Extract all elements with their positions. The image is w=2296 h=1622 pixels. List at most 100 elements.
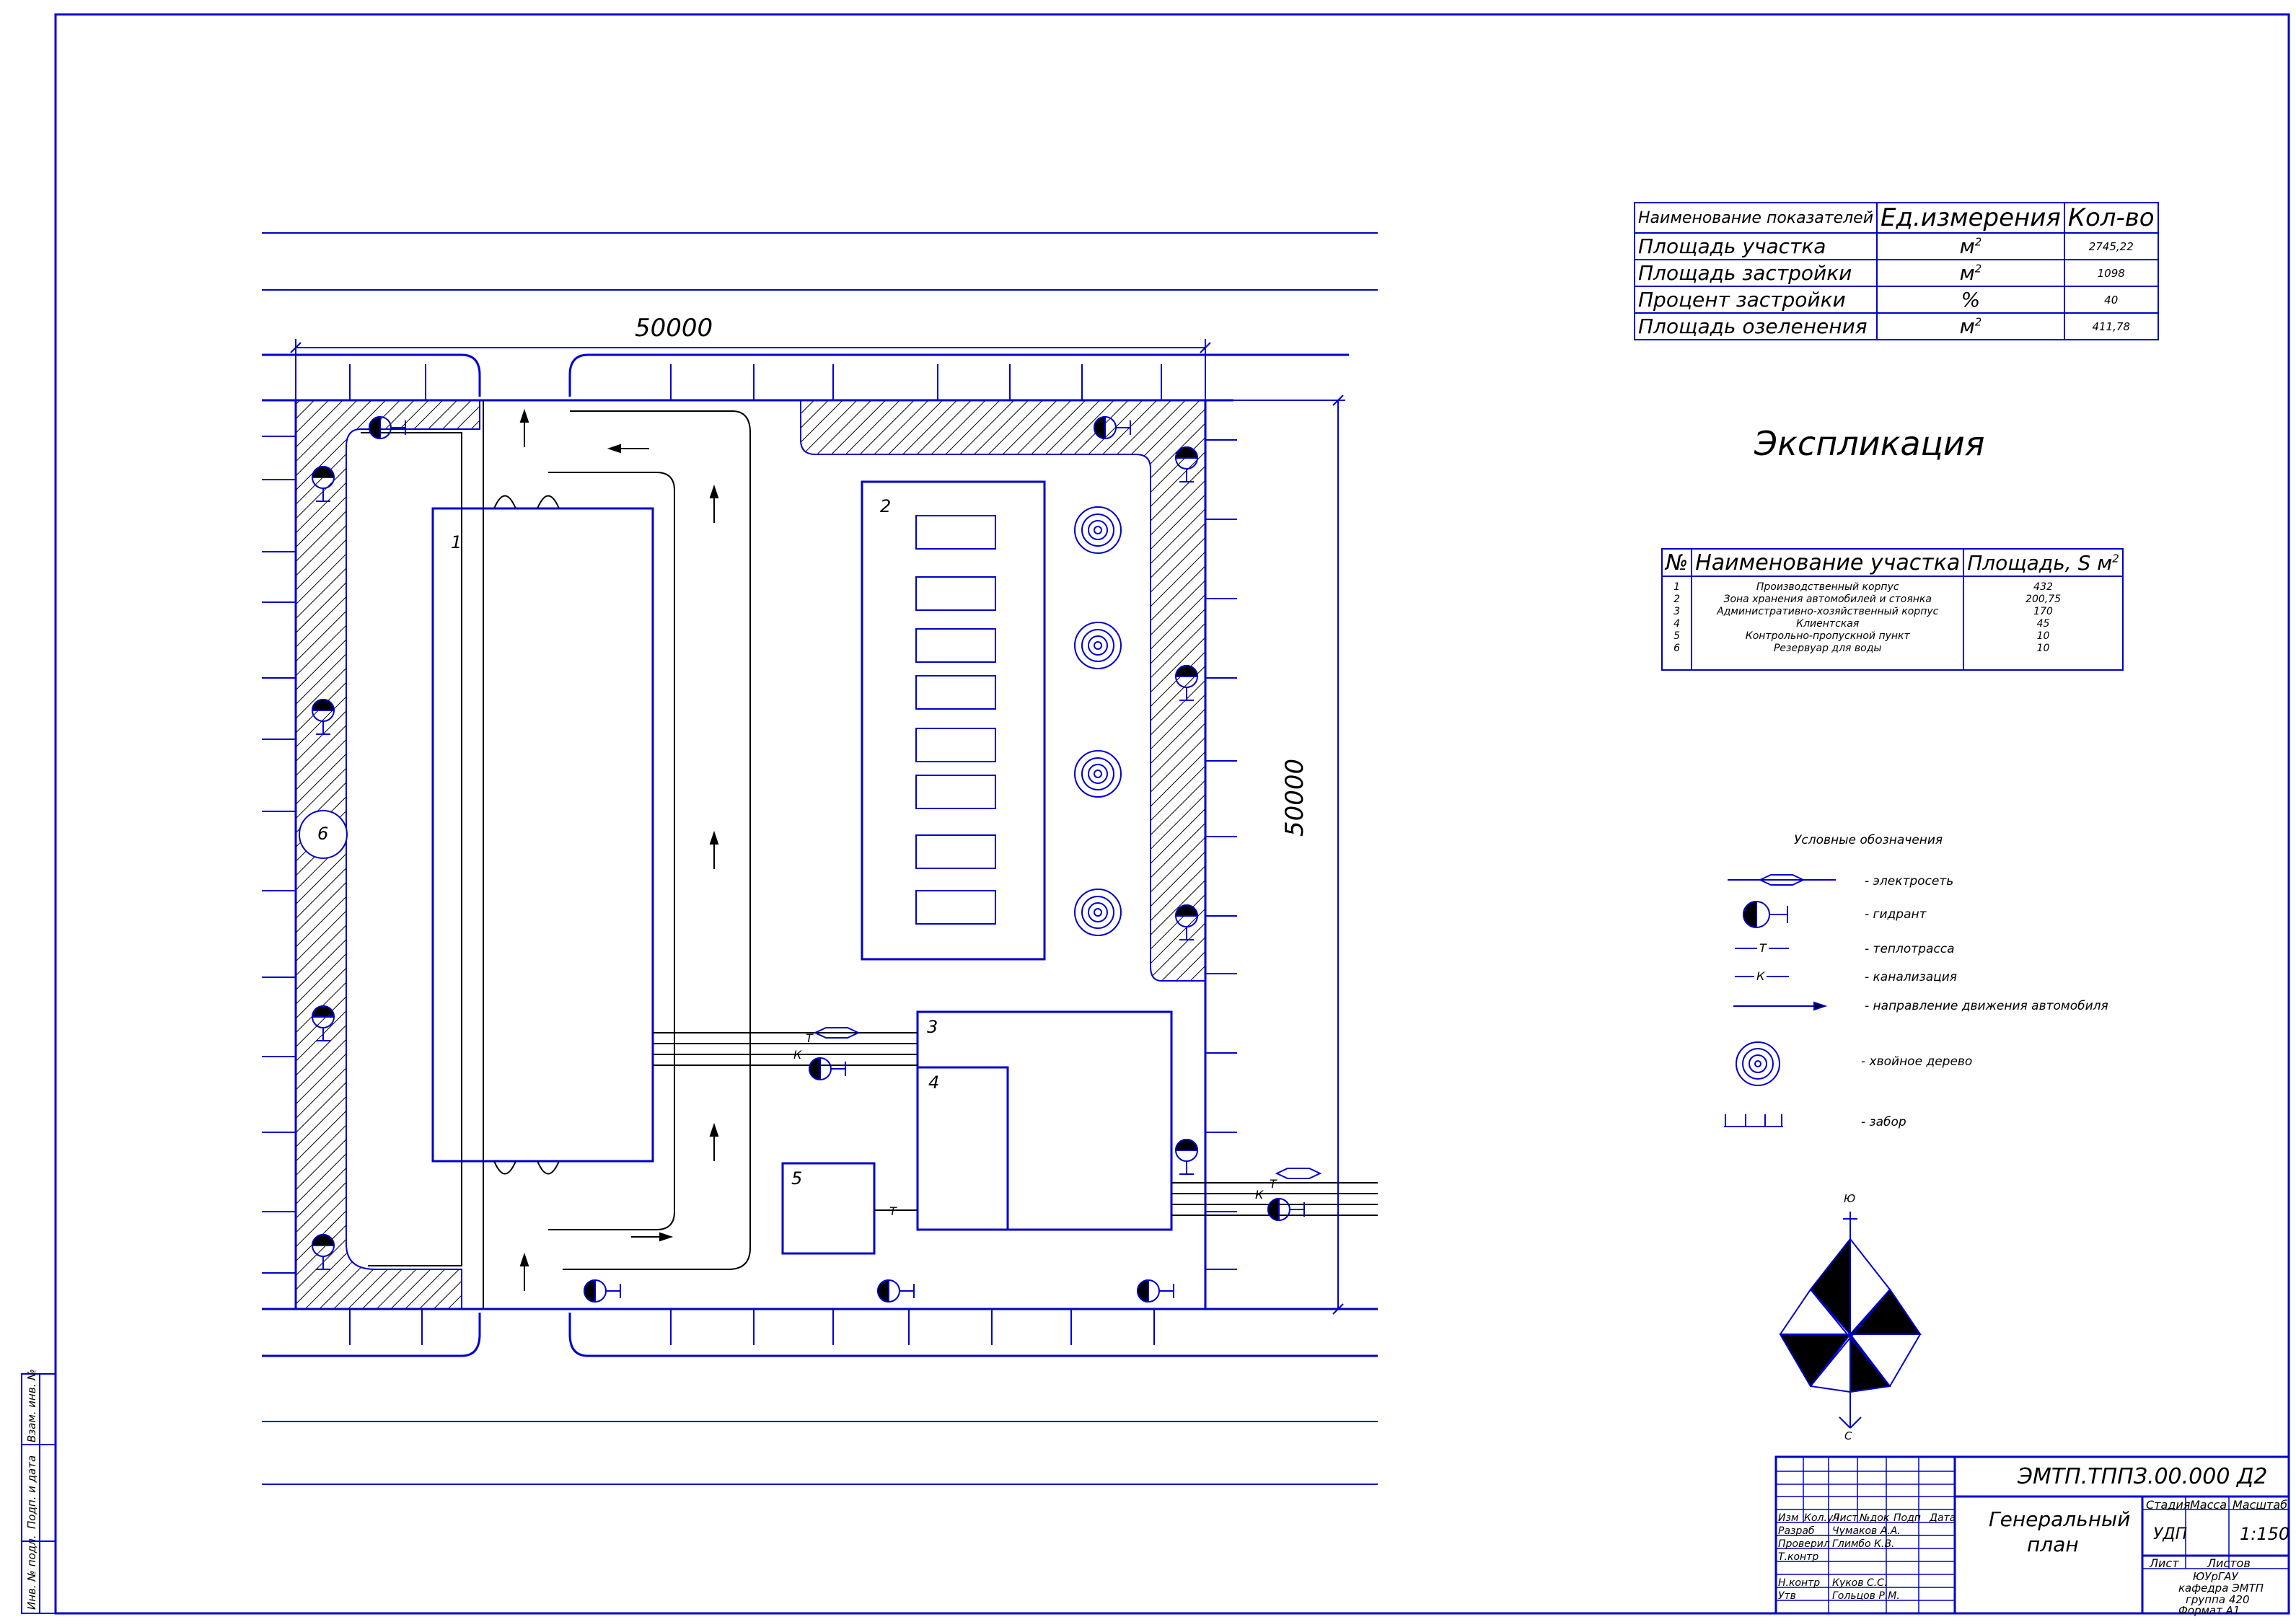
- indicators-table: Наименование показателей Ед.измерения Ко…: [1634, 202, 2159, 340]
- legend-label: - хвойное дерево: [1861, 1054, 1973, 1069]
- stamp-header: Лист: [1832, 1512, 1858, 1524]
- explication-name: Резервуар для воды: [1773, 643, 1882, 654]
- table-cell: м2: [1876, 312, 2065, 340]
- site-boundary: [262, 353, 1378, 1357]
- table-header: Наименование показателей: [1634, 202, 1878, 234]
- stamp-name: Куков С.С.: [1832, 1577, 1888, 1589]
- stamp-name: Глимбо К.В.: [1832, 1538, 1895, 1550]
- unit: м: [1959, 261, 1975, 285]
- stamp-header: Дата: [1930, 1512, 1956, 1524]
- table-cell: 2745,22: [2063, 232, 2159, 260]
- conifer-tree-icon: [1074, 889, 1122, 936]
- stamp-header: Подп: [1893, 1512, 1921, 1524]
- unit-sup: 2: [1974, 262, 1982, 276]
- table-cell: 1098: [2063, 259, 2159, 287]
- pipe-label-t: Т: [1270, 1177, 1277, 1191]
- stamp-header: Кол.уч: [1804, 1512, 1839, 1524]
- org-line1: ЮУрГАУ: [2193, 1570, 2238, 1583]
- conifer-tree-icon: [1074, 750, 1122, 798]
- legend-label: - канализация: [1865, 970, 1957, 984]
- unit: м: [1959, 314, 1975, 338]
- explication-name: Производственный корпус: [1756, 581, 1899, 593]
- explication-numbers: 1 2 3 4 5 6: [1661, 576, 1693, 671]
- hydrant-icon: [1743, 900, 1788, 929]
- doc-title-line1: Генеральный: [1989, 1507, 2131, 1531]
- scale-value: 1:150: [2240, 1524, 2290, 1544]
- conifer-tree-icon: [1736, 1041, 1780, 1086]
- explication-n: 4: [1673, 618, 1681, 630]
- stamp-header: №док: [1860, 1512, 1890, 1524]
- building-4: [916, 1066, 1009, 1231]
- hydrant-icon: [1174, 904, 1199, 940]
- building-1-gates: [493, 495, 560, 1175]
- building-2-parking: [861, 480, 1046, 961]
- building-5: [781, 1162, 876, 1255]
- stage-value: УДП: [2153, 1525, 2188, 1543]
- doc-title-line2: план: [2027, 1533, 2079, 1556]
- explication-names: Производственный корпус Зона хранения ав…: [1691, 576, 1965, 671]
- legend-label: - забор: [1861, 1115, 1906, 1129]
- explication-name: Административно-хозяйственный корпус: [1717, 606, 1939, 617]
- stamp-role: Н.контр: [1778, 1577, 1821, 1589]
- hydrant-icon: [369, 415, 406, 440]
- hydrant-icon: [311, 1005, 335, 1041]
- hydrant-icon: [1174, 665, 1199, 701]
- dimension-lines: [290, 339, 1345, 1315]
- table-header: Наименование участка: [1691, 548, 1965, 577]
- legend-label: - направление движения автомобиля: [1865, 999, 2108, 1013]
- legend-label: - электросеть: [1865, 874, 1954, 889]
- stamp-role: Проверил: [1778, 1538, 1830, 1550]
- explication-n: 2: [1673, 594, 1681, 605]
- side-stamp-label: Взам. инв. №: [25, 1369, 38, 1442]
- legend-label: - теплотрасса: [1865, 942, 1955, 956]
- hydrant-icon: [584, 1279, 621, 1303]
- hydrant-icon: [311, 699, 335, 735]
- hydrant-icon: [311, 1234, 335, 1270]
- explication-name: Клиентская: [1796, 618, 1860, 630]
- unit-sup: 2: [1974, 235, 1982, 249]
- explication-n: 5: [1673, 630, 1681, 642]
- explication-area: 45: [2036, 618, 2050, 630]
- table-cell: Площадь участка: [1634, 232, 1878, 260]
- unit: %: [1961, 288, 1981, 312]
- hydrants: [311, 415, 1305, 1303]
- table-header: Площадь, S м2: [1963, 548, 2124, 577]
- explication-n: 1: [1673, 581, 1681, 593]
- building-label-3: 3: [927, 1017, 938, 1037]
- fence-icon: [1724, 1114, 1783, 1127]
- legend-symbol: Т: [1757, 941, 1769, 955]
- legend-symbols: [1724, 874, 1836, 1127]
- explication-area: 432: [2033, 581, 2053, 593]
- sheets-label: Листов: [2207, 1556, 2251, 1570]
- conifer-trees: [1074, 506, 1122, 936]
- table-header: Ед.измерения: [1876, 202, 2065, 234]
- pipe-label-t: Т: [806, 1031, 813, 1045]
- unit: м: [1959, 234, 1975, 258]
- hydrant-icon: [877, 1279, 915, 1303]
- explication-name: Зона хранения автомобилей и стоянка: [1723, 594, 1932, 605]
- table-header: Кол-во: [2063, 202, 2159, 234]
- explication-area: 200,75: [2026, 594, 2062, 605]
- building-label-4: 4: [928, 1072, 940, 1093]
- explication-area: 170: [2033, 606, 2053, 617]
- explication-title: Экспликация: [1754, 424, 1985, 463]
- hydrant-icon: [311, 466, 335, 502]
- power-line-icon: [813, 1027, 1322, 1179]
- building-label-1: 1: [451, 532, 462, 552]
- compass-south: С: [1844, 1429, 1852, 1442]
- stage-label: Стадия: [2146, 1498, 2191, 1512]
- pipe-label-k: К: [793, 1048, 802, 1062]
- org-line2: кафедра ЭМТП: [2178, 1582, 2264, 1595]
- stamp-role: Утв: [1778, 1590, 1796, 1602]
- hydrant-icon: [1267, 1197, 1305, 1222]
- conifer-tree-icon: [1074, 622, 1122, 669]
- table-cell: м2: [1876, 259, 2065, 287]
- stamp-role: Разраб: [1778, 1525, 1815, 1537]
- compass-rose: [1779, 1212, 1922, 1429]
- traffic-arrows: [519, 408, 719, 1291]
- dimension-horizontal: 50000: [635, 314, 713, 343]
- hydrant-icon: [1174, 1139, 1199, 1175]
- legend-symbol: К: [1754, 969, 1767, 983]
- building-label-2: 2: [880, 496, 892, 516]
